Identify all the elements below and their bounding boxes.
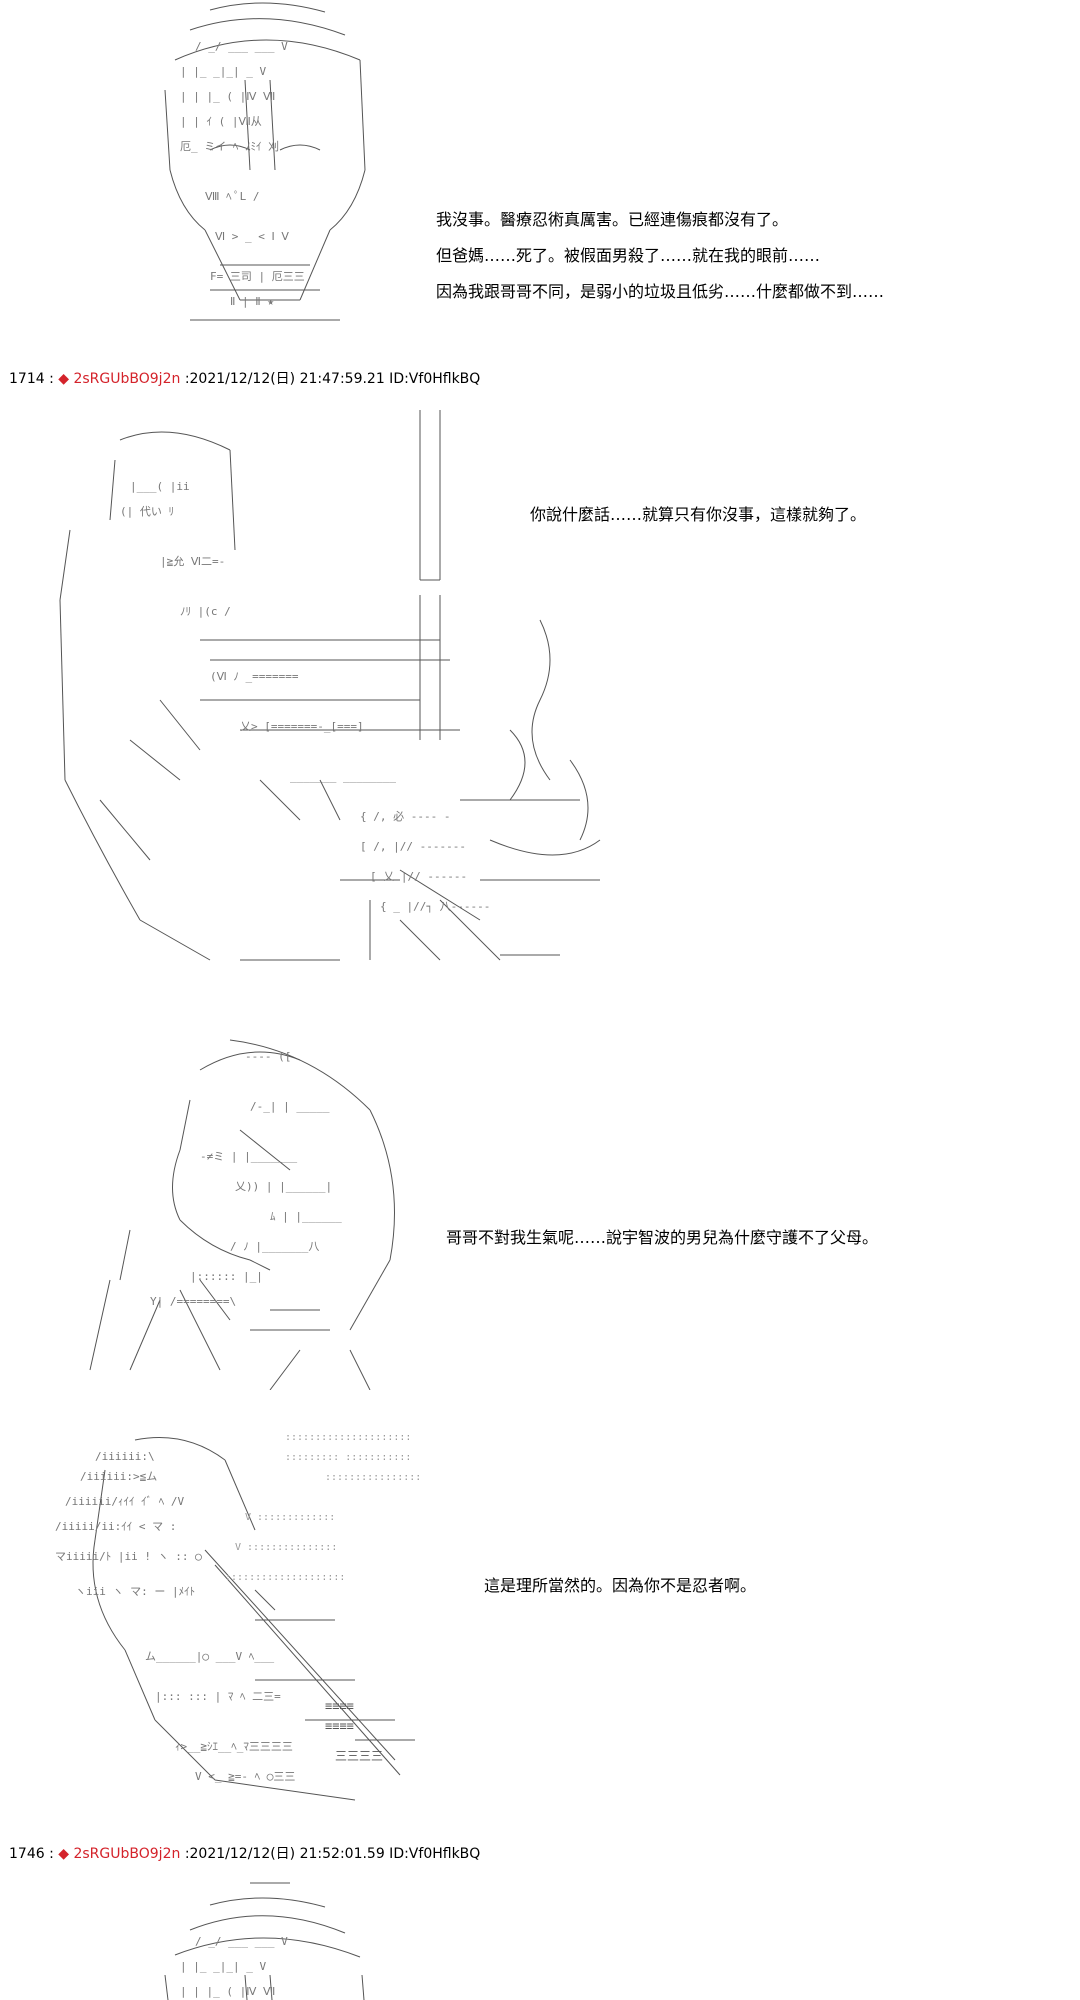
svg-text:/iiiiii:>≦ム: /iiiiii:>≦ム (80, 1470, 157, 1483)
svg-text::::::::::::::::::::::: ::::::::::::::::::::: (285, 1432, 411, 1443)
svg-text:V <_ ≧=- ﾍ ◯三三: V <_ ≧=- ﾍ ◯三三 (195, 1770, 295, 1783)
post-number: 1714 : (9, 371, 54, 387)
post-number: 1746 : (9, 1846, 54, 1862)
svg-text:| | |_ ( |Ⅳ Ⅶ: | | |_ ( |Ⅳ Ⅶ (180, 90, 275, 103)
svg-text:|:::::: |_|: |:::::: |_| (190, 1270, 263, 1283)
svg-text:| | |_ ( |Ⅳ Ⅶ: | | |_ ( |Ⅳ Ⅶ (180, 1985, 275, 1998)
svg-text:[ /, |// -------: [ /, |// ------- (360, 840, 466, 853)
post-header: 1714 : ◆ 2sRGUbBO9j2n :2021/12/12(日) 21:… (9, 370, 480, 388)
dialogue-line: 哥哥不對我生氣呢……說宇智波的男兒為什麼守護不了父母。 (446, 1228, 879, 1247)
svg-text:|≧允 Ⅵ二=-: |≧允 Ⅵ二=- (160, 554, 225, 568)
svg-text:(| 代い ﾘ: (| 代い ﾘ (120, 505, 174, 518)
svg-text:ヽiii ヽ マ: ー |ﾒｲﾄ: ヽiii ヽ マ: ー |ﾒｲﾄ (75, 1585, 195, 1598)
post-meta: :2021/12/12(日) 21:52:01.59 ID:Vf0HflkBQ (184, 1846, 481, 1862)
dialogue-line: 你說什麼話……就算只有你沒事，這樣就夠了。 (530, 505, 867, 524)
svg-text:F= 三司 | 厄三三: F= 三司 | 厄三三 (210, 270, 305, 283)
svg-text:ﾑ | |______: ﾑ | |______ (270, 1210, 342, 1223)
svg-text:厄_ ミイ ﾍ ﾉﾐｲ 刈: 厄_ ミイ ﾍ ﾉﾐｲ 刈 (180, 140, 279, 153)
svg-text:Y| /========\: Y| /========\ (150, 1295, 236, 1308)
svg-text:/ _/ ___ ___ V: / _/ ___ ___ V (195, 40, 288, 53)
svg-text:_______ ________: _______ ________ (290, 770, 396, 783)
poster-name[interactable]: 2sRGUbBO9j2n (73, 371, 181, 387)
svg-text:(Ⅵ ﾉ _=======: (Ⅵ ﾉ _======= (210, 670, 299, 683)
dialogue-line: 因為我跟哥哥不同，是弱小的垃圾且低劣……什麼都做不到…… (436, 282, 885, 301)
svg-text:| |_ _|_| _ V: | |_ _|_| _ V (180, 65, 266, 78)
trip-diamond-icon: ◆ (58, 1846, 70, 1862)
svg-text:::::::::::::::::::::: :::::::::::::::::::: (225, 1572, 345, 1583)
svg-text:|___( |ii: |___( |ii (130, 480, 190, 493)
svg-text:---- ([: ---- ([ (245, 1050, 291, 1063)
post-header: 1746 : ◆ 2sRGUbBO9j2n :2021/12/12(日) 21:… (9, 1845, 480, 1863)
svg-text:Ⅵ > _ < Ⅰ Ⅴ: Ⅵ > _ < Ⅰ Ⅴ (215, 230, 289, 243)
svg-text:::::::::::::::::: :::::::::::::::: (325, 1472, 421, 1483)
svg-text:≡≡≡≡: ≡≡≡≡ (325, 1699, 354, 1713)
svg-text:/ _/ ___ ___ V: / _/ ___ ___ V (195, 1935, 288, 1948)
svg-text:ﾉﾘ |(c /: ﾉﾘ |(c / (180, 605, 231, 618)
ascii-art-profile: ---- ([ /-_| | _____ -≠ミ | |_______ 乂)) … (70, 1030, 430, 1390)
svg-text:Ⅱ | Ⅱ ★: Ⅱ | Ⅱ ★ (230, 295, 274, 308)
ascii-art-face-bottom: / _/ ___ ___ V | |_ _|_| _ V | | |_ ( |Ⅳ… (150, 1875, 380, 2000)
svg-text:| | ｲ ( |Ⅶ从: | | ｲ ( |Ⅶ从 (180, 115, 262, 128)
svg-text:/ ﾉ |_______八: / ﾉ |_______八 (230, 1240, 319, 1253)
svg-text:≡≡≡≡: ≡≡≡≡ (325, 1719, 354, 1733)
svg-text:| |_ _|_| _ V: | |_ _|_| _ V (180, 1960, 266, 1973)
svg-text:/iiiiii/ｨｲｲ ｲﾞ ﾍ /V: /iiiiii/ｨｲｲ ｲﾞ ﾍ /V (65, 1495, 184, 1508)
dialogue-line: 但爸媽……死了。被假面男殺了……就在我的眼前…… (436, 246, 821, 265)
svg-text:ｨ>__≧ｼｴ__ﾍ_ﾏ三三三三: ｨ>__≧ｼｴ__ﾍ_ﾏ三三三三 (175, 1740, 293, 1753)
ascii-art-figure-fire: |___( |ii (| 代い ﾘ |≧允 Ⅵ二=- ﾉﾘ |(c / (Ⅵ ﾉ… (40, 400, 640, 980)
svg-text:マiiiii/ﾄ |ii ! ヽ :: ◯: マiiiii/ﾄ |ii ! ヽ :: ◯ (55, 1550, 202, 1563)
ascii-art-face-top: / _/ ___ ___ V | |_ _|_| _ V | | |_ ( |Ⅳ… (150, 0, 380, 335)
svg-text:/-_| | _____: /-_| | _____ (250, 1100, 330, 1113)
svg-text:{ _ |//┐ 八------: { _ |//┐ 八------ (380, 900, 490, 913)
ascii-art-sword-figure: ::::::::::::::::::::: ::::::::: ::::::::… (55, 1420, 435, 1820)
svg-text:|::: ::: | ﾏ ﾍ 二三=: |::: ::: | ﾏ ﾍ 二三= (155, 1690, 281, 1703)
svg-text:三三三三: 三三三三 (335, 1749, 383, 1763)
poster-name[interactable]: 2sRGUbBO9j2n (73, 1846, 181, 1862)
svg-text:V :::::::::::::::: V ::::::::::::::: (235, 1542, 337, 1553)
dialogue-line: 這是理所當然的。因為你不是忍者啊。 (484, 1576, 757, 1595)
svg-text:{ /, 必 ---- -: { /, 必 ---- - (360, 810, 450, 823)
svg-text:-≠ミ | |_______: -≠ミ | |_______ (200, 1150, 297, 1163)
svg-text:V :::::::::::::: V ::::::::::::: (245, 1512, 335, 1523)
svg-text:/iiiiii:\: /iiiiii:\ (95, 1450, 155, 1463)
svg-text:::::::::: :::::::::::: ::::::::: ::::::::::: (285, 1452, 411, 1463)
svg-text:乂> [=======-_[===]: 乂> [=======-_[===] (240, 720, 364, 733)
svg-text:乂)) | |______|: 乂)) | |______| (235, 1180, 332, 1193)
svg-text:Ⅷ ﾍ ﾟL /: Ⅷ ﾍ ﾟL / (205, 190, 259, 203)
trip-diamond-icon: ◆ (58, 371, 70, 387)
svg-text:[ 乂 |// ------: [ 乂 |// ------ (370, 870, 467, 883)
post-meta: :2021/12/12(日) 21:47:59.21 ID:Vf0HflkBQ (184, 371, 481, 387)
svg-text:ム______|◯ ___V ﾍ___: ム______|◯ ___V ﾍ___ (145, 1650, 274, 1663)
dialogue-line: 我沒事。醫療忍術真厲害。已經連傷痕都沒有了。 (436, 210, 789, 229)
svg-text:/iiiii/ii:ｲｲ < マ :: /iiiii/ii:ｲｲ < マ : (55, 1520, 176, 1533)
